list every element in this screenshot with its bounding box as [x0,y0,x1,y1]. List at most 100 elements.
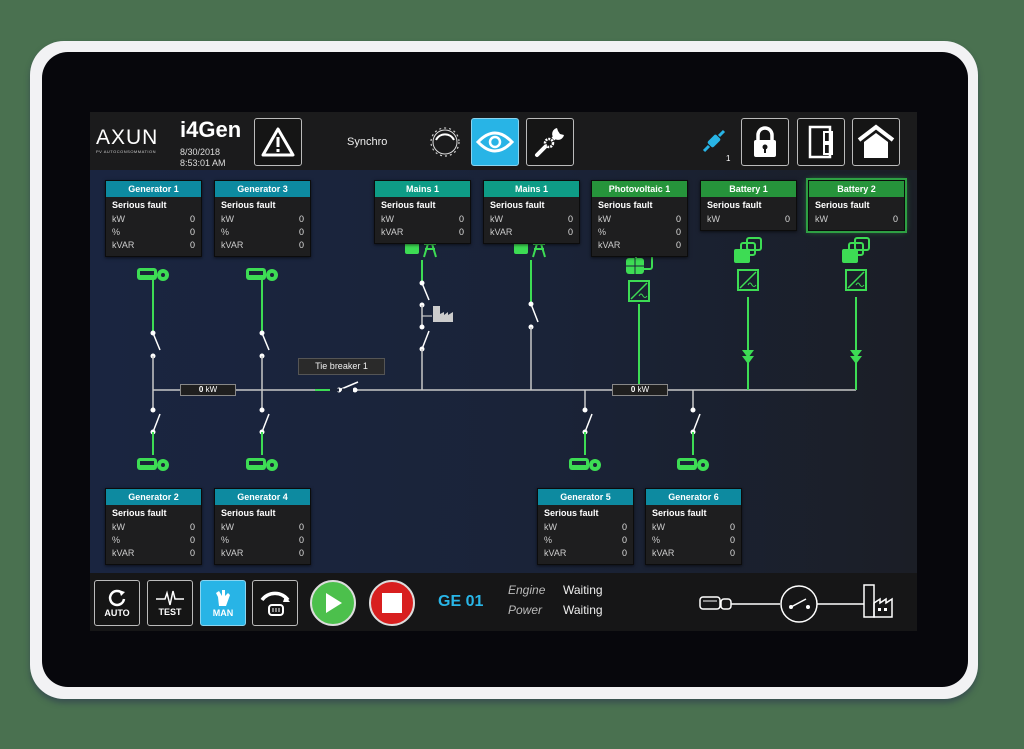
refresh-icon [108,589,126,607]
factory-load-icon [433,306,453,322]
brand-logo: AXUN [96,126,159,149]
breaker-circle-icon [780,585,818,623]
card-status: Serious fault [112,200,167,210]
card-status: Serious fault [381,200,436,210]
card-status: Serious fault [490,200,545,210]
card-status: Serious fault [652,508,707,518]
engine-status: Waiting [563,583,603,597]
generator-icon [569,458,601,471]
power-status: Waiting [563,603,603,617]
mode-test-label: TEST [158,607,182,617]
connection-count: 1 [726,154,731,163]
card-title: Generator 5 [538,489,633,505]
generator-icon [246,268,278,281]
power-label: Power [508,603,543,617]
generator-outline-icon [699,596,732,610]
home-button[interactable] [852,118,900,166]
card-title: Generator 4 [215,489,310,505]
unit-schematic [699,584,893,623]
card-row: %0 [652,535,735,545]
pulse-icon [156,590,184,606]
card-row: %0 [112,227,195,237]
settings-button[interactable] [526,118,574,166]
date: 8/30/2018 [180,147,221,157]
card-title: Battery 2 [809,181,904,197]
mode-man-button[interactable]: MAN [200,580,246,626]
generator-icon [246,458,278,471]
inverter-icon [845,269,867,291]
tools-icon [535,128,564,157]
lock-icon [754,126,776,157]
start-button[interactable] [310,580,356,626]
engine-control-button[interactable] [252,580,298,626]
mode-test-button[interactable]: TEST [147,580,193,626]
top-bar: AXUN PV AUTOCONSOMMATION i4Gen 8/30/2018… [90,112,917,170]
mode-auto-button[interactable]: AUTO [94,580,140,626]
view-button[interactable] [471,118,519,166]
inverter-icon [737,269,759,291]
card-title: Photovoltaic 1 [592,181,687,197]
synchro-dial-button[interactable] [428,125,462,164]
bottom-bar: AUTO TEST MAN GE 01 Engine Waiting Power… [90,573,917,631]
bus-lines [150,260,862,455]
card-row: %0 [221,535,304,545]
card-status: Serious fault [112,508,167,518]
synchro-label: Synchro [347,136,388,148]
time: 8:53:01 AM [180,158,226,168]
card-row: %0 [544,535,627,545]
card-row: %0 [221,227,304,237]
plug-icon [702,129,726,153]
synchro-dial-icon [430,127,460,157]
connection-status[interactable] [702,129,726,158]
mode-man-label: MAN [212,608,234,618]
factory-icon [863,584,893,618]
card-title: Mains 1 [375,181,470,197]
card-title: Generator 2 [106,489,201,505]
alarm-button[interactable] [254,118,302,166]
bus-power-right: 0 kW [612,384,668,396]
card-title: Battery 1 [701,181,796,197]
tie-breaker-label: Tie breaker 1 [298,358,385,375]
stop-button[interactable] [369,580,415,626]
card-title: Generator 6 [646,489,741,505]
hmi-screen: AXUN PV AUTOCONSOMMATION i4Gen 8/30/2018… [90,112,917,631]
lock-button[interactable] [741,118,789,166]
mode-auto-label: AUTO [104,608,130,618]
card-status: Serious fault [815,200,870,210]
card-title: Mains 1 [484,181,579,197]
unit-label: GE 01 [438,593,484,610]
brand-subtitle: PV AUTOCONSOMMATION [96,149,157,154]
play-icon [326,593,342,613]
bus-power-left: 0 kW [180,384,236,396]
card-status: Serious fault [707,200,762,210]
card-status: Serious fault [221,200,276,210]
door-button[interactable] [797,118,845,166]
